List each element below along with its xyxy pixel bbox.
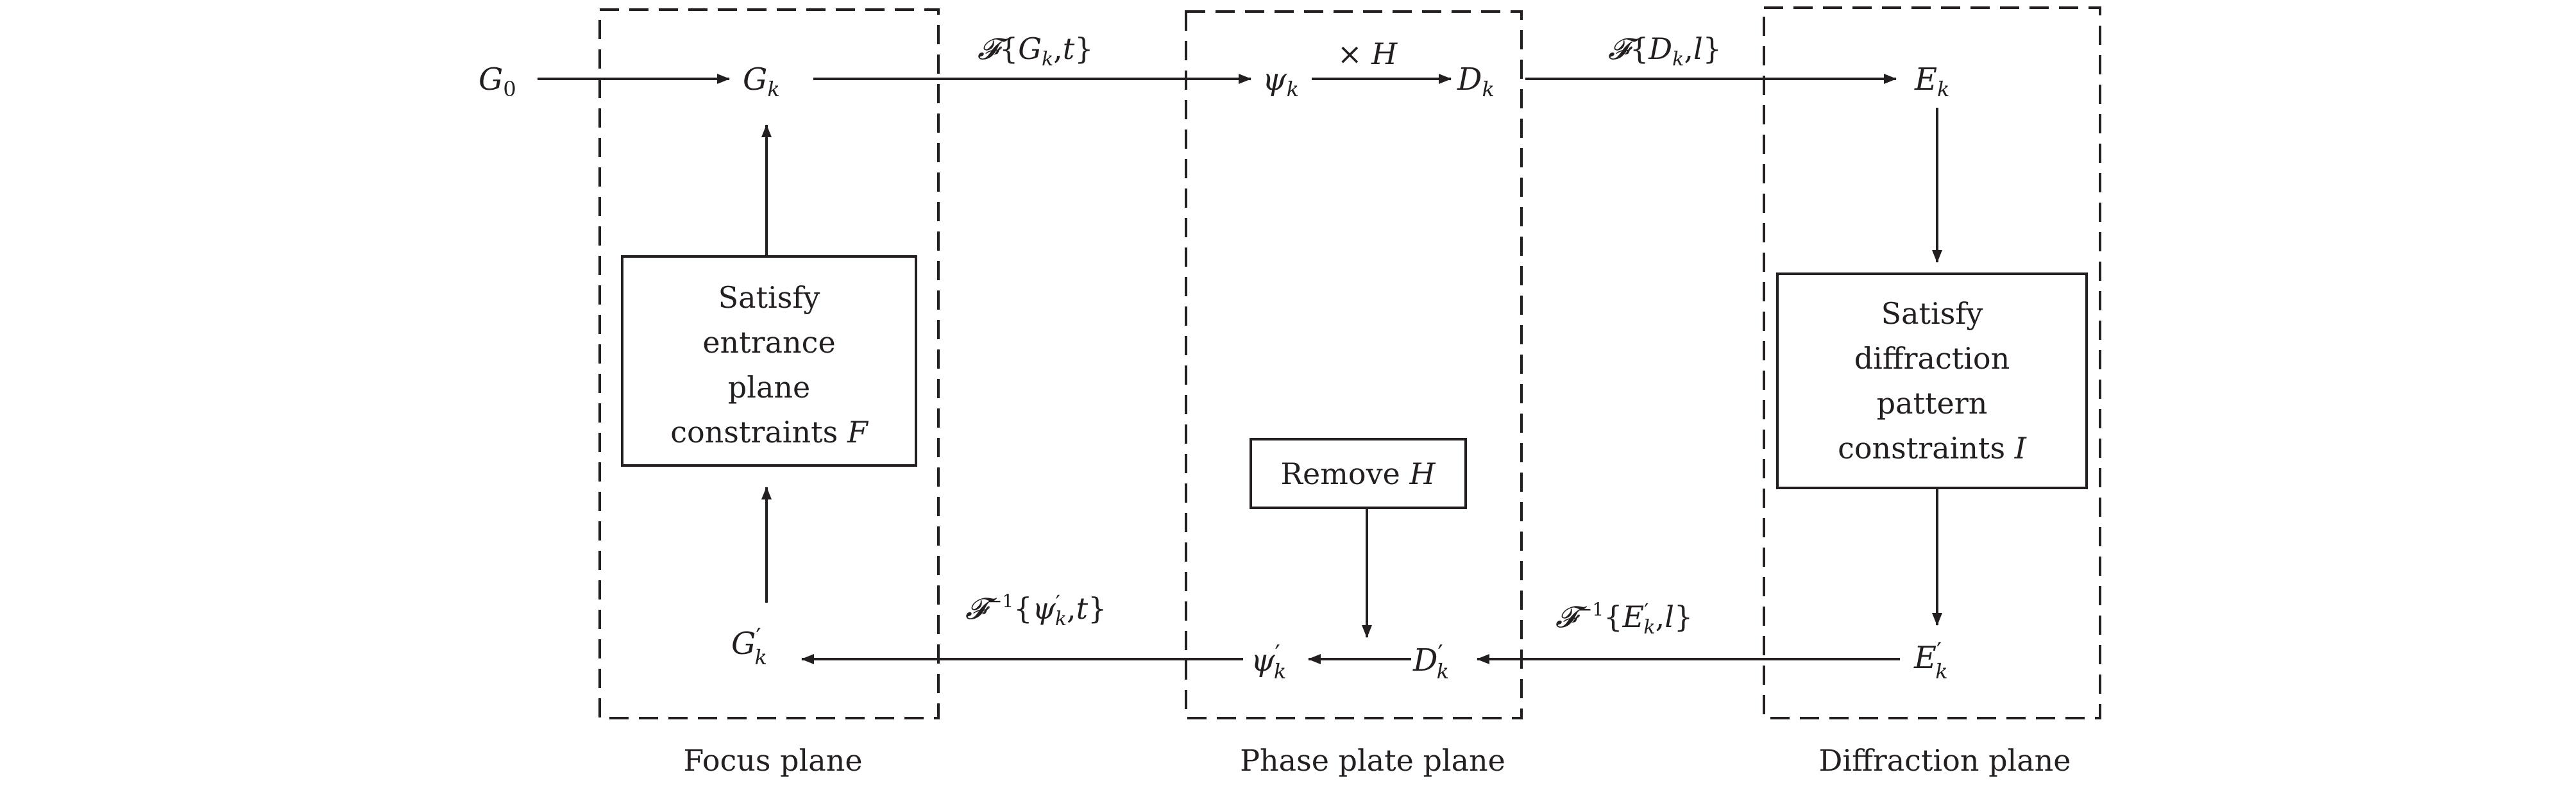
- node-dk: Dk: [1457, 62, 1495, 101]
- node-dk-prime: D′k: [1412, 641, 1449, 683]
- node-g0: G0: [479, 62, 516, 101]
- edge-label-fourier-gk: 𝓕{Gk,t}: [978, 31, 1094, 71]
- phase-plate-plane-region: [1185, 10, 1523, 719]
- remove-h-box-label: Remove H: [1280, 457, 1436, 491]
- node-gk-prime: G′k: [731, 625, 767, 669]
- node-ek-prime: E′k: [1913, 639, 1948, 683]
- entrance-box-line-4: constraints F: [670, 415, 869, 449]
- remove-h-box: [1250, 438, 1467, 509]
- diffraction-constraint-box: [1776, 272, 2088, 489]
- edge-label-fourier-dk: 𝓕{Dk,l}: [1608, 31, 1722, 71]
- entrance-constraint-box: [621, 255, 917, 467]
- diffraction-box-line-1: Satisfy: [1881, 296, 1983, 331]
- node-ek: Ek: [1914, 62, 1949, 101]
- entrance-box-line-2: entrance: [702, 325, 835, 360]
- plane-label-focus: Focus plane: [683, 743, 862, 778]
- diffraction-box-line-2: diffraction: [1854, 341, 2010, 376]
- node-psik-prime: ψ′k: [1251, 641, 1286, 683]
- diffraction-box-line-3: pattern: [1877, 386, 1988, 421]
- plane-label-phase-plate: Phase plate plane: [1240, 743, 1505, 778]
- entrance-box-line-3: plane: [728, 370, 810, 405]
- focus-plane-region: [598, 8, 940, 719]
- diffraction-box-line-4: constraints I: [1838, 431, 2027, 465]
- edge-label-multiply-h: × H: [1337, 37, 1398, 71]
- node-gk: Gk: [743, 62, 780, 101]
- entrance-box-line-1: Satisfy: [718, 280, 820, 315]
- edge-label-inverse-fourier-ekp: 𝓕−1{E′k,l}: [1555, 599, 1693, 639]
- node-psik: ψk: [1262, 62, 1299, 101]
- plane-label-diffraction: Diffraction plane: [1818, 743, 2071, 778]
- diffraction-plane-region: [1763, 6, 2101, 719]
- edge-label-inverse-fourier-psikp: 𝓕−1{ψ′k,t}: [965, 591, 1106, 630]
